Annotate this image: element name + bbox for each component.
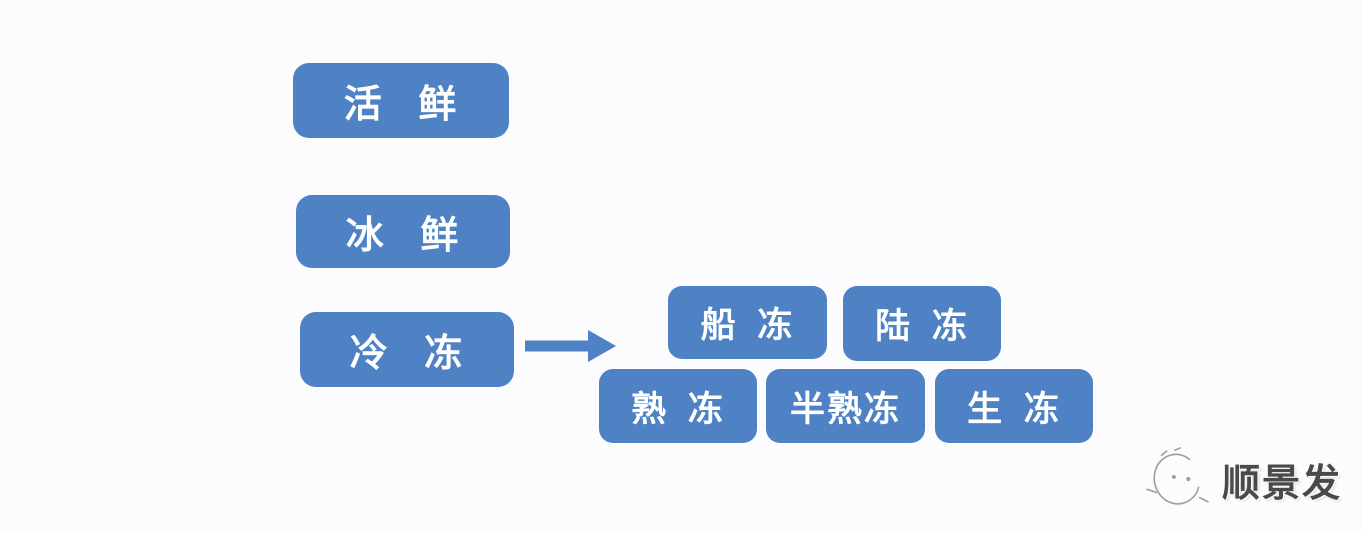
node-semi-cooked-frozen: 半熟冻 bbox=[766, 369, 925, 443]
node-land-frozen: 陆 冻 bbox=[843, 286, 1001, 361]
sketch-face-icon bbox=[1146, 447, 1209, 505]
node-frozen: 冷 冻 bbox=[300, 312, 514, 387]
node-live-fresh: 活 鲜 bbox=[293, 63, 509, 138]
node-ice-fresh: 冰 鲜 bbox=[296, 195, 510, 268]
node-raw-frozen: 生 冻 bbox=[935, 369, 1093, 443]
arrow-right-icon bbox=[522, 329, 618, 363]
brand-watermark: 顺景发 bbox=[1146, 444, 1342, 514]
node-cooked-frozen: 熟 冻 bbox=[599, 369, 757, 443]
brand-watermark-text: 顺景发 bbox=[1222, 462, 1343, 505]
node-ship-frozen: 船 冻 bbox=[668, 286, 827, 359]
